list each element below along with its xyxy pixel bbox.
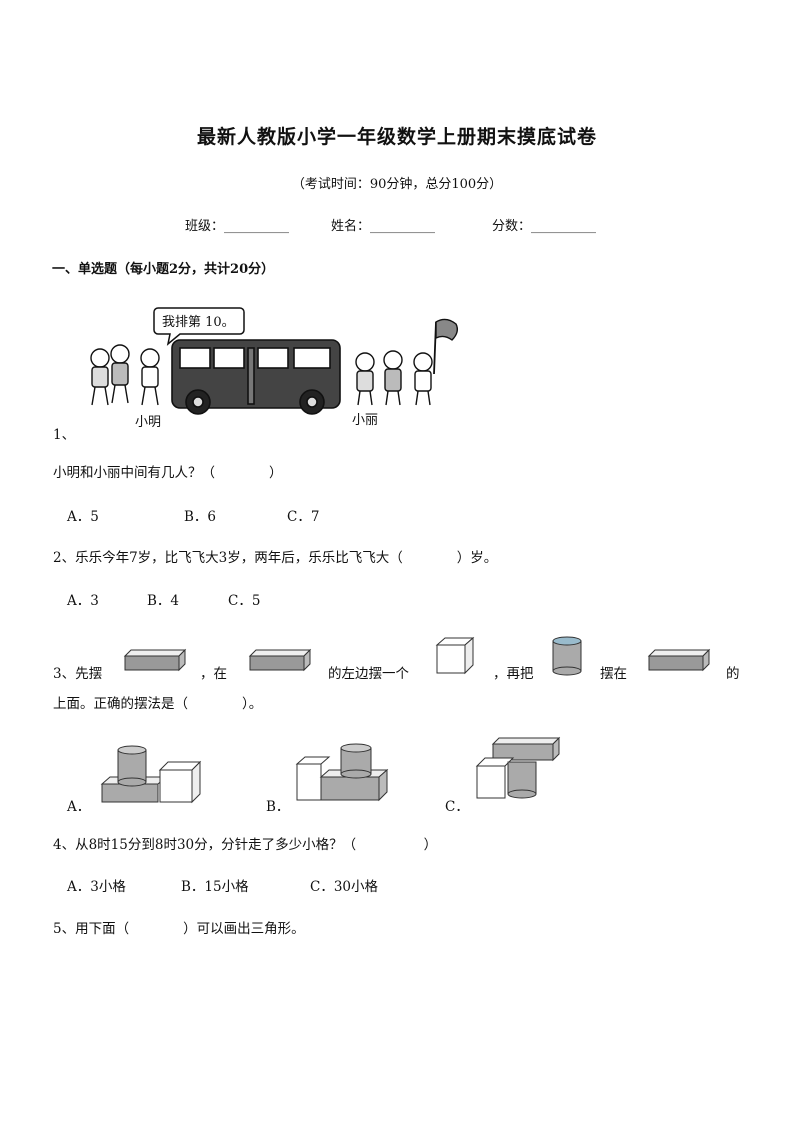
long-block-icon — [248, 648, 312, 672]
question-3-line2: 上面。正确的摆法是（ ）。 — [53, 696, 263, 712]
label-xiaoming: 小明 — [135, 415, 162, 430]
q4-option-c[interactable]: C．30小格 — [310, 879, 379, 895]
question-1-number: 1、 — [53, 427, 76, 443]
q3-option-c[interactable]: C． — [445, 799, 469, 815]
q4-option-b[interactable]: B．15小格 — [181, 879, 249, 895]
class-field[interactable]: 班级：__________ — [185, 219, 290, 234]
q2-option-c[interactable]: C．5 — [228, 593, 261, 609]
bus-queue-illustration — [90, 307, 459, 415]
arrangement-a-figure — [100, 745, 202, 804]
long-block-icon — [123, 648, 187, 672]
cylinder-icon — [552, 636, 582, 676]
question-3-part3: 的左边摆一个 — [328, 666, 409, 682]
q4-option-a[interactable]: A．3小格 — [67, 879, 126, 895]
long-block-icon — [647, 648, 711, 672]
q1-option-a[interactable]: A．5 — [67, 509, 99, 525]
cube-icon — [435, 636, 475, 675]
question-3-part1: 3、先摆 — [53, 666, 103, 682]
question-3-part2: ，在 — [200, 666, 227, 682]
question-3-part4: ，再把 — [493, 666, 534, 682]
q3-option-b[interactable]: B． — [266, 799, 290, 815]
q2-option-a[interactable]: A．3 — [67, 593, 99, 609]
arrangement-c-figure — [475, 736, 561, 799]
arrangement-b-figure — [295, 743, 389, 802]
q2-option-b[interactable]: B．4 — [147, 593, 180, 609]
question-5-text: 5、用下面（ ）可以画出三角形。 — [53, 921, 305, 937]
q3-option-a[interactable]: A． — [67, 799, 91, 815]
question-1-text: 小明和小丽中间有几人？（ ） — [53, 465, 283, 481]
section-heading: 一、单选题（每小题2分，共计20分） — [52, 262, 275, 277]
question-2-text: 2、乐乐今年7岁，比飞飞大3岁，两年后，乐乐比飞飞大（ ）岁。 — [53, 550, 498, 566]
label-xiaoli: 小丽 — [352, 413, 379, 428]
speech-bubble-text: 我排第 10。 — [162, 315, 235, 330]
score-field[interactable]: 分数：__________ — [492, 219, 597, 234]
page-title: 最新人教版小学一年级数学上册期末摸底试卷 — [196, 126, 597, 148]
question-3-part5: 摆在 — [600, 666, 627, 682]
q1-option-b[interactable]: B．6 — [184, 509, 217, 525]
exam-subtitle: （考试时间：90分钟，总分100分） — [291, 177, 503, 192]
name-field[interactable]: 姓名：__________ — [331, 219, 436, 234]
question-3-part6: 的 — [726, 666, 740, 682]
question-4-text: 4、从8时15分到8时30分，分针走了多少小格？（ ） — [53, 837, 438, 853]
q1-option-c[interactable]: C．7 — [287, 509, 320, 525]
